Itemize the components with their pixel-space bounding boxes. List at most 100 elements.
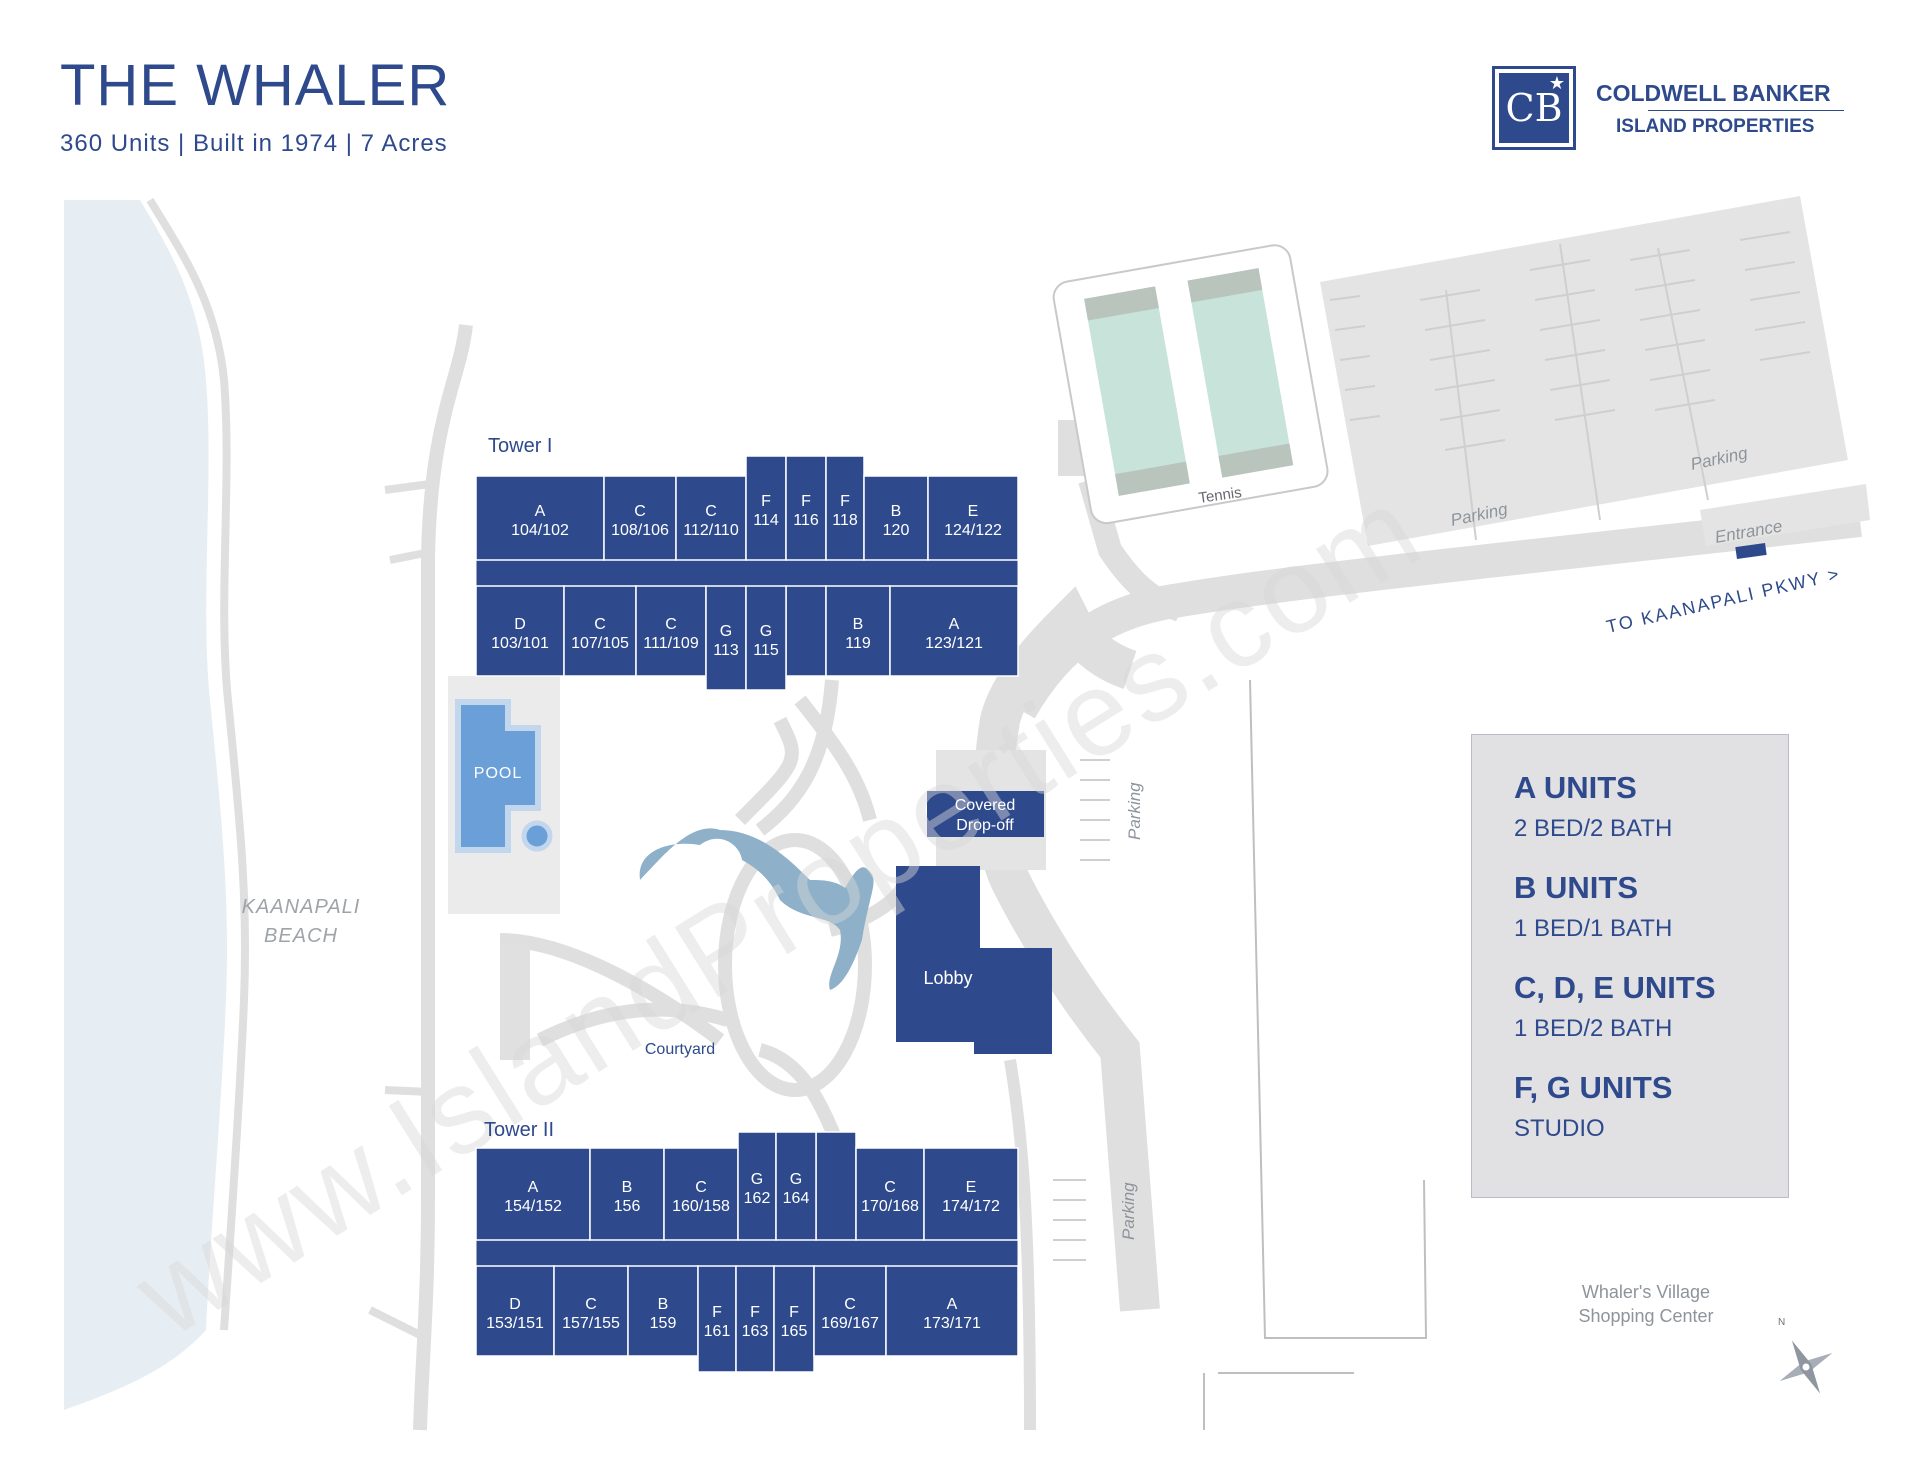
shopping-label-1: Whaler's Village — [1582, 1282, 1710, 1302]
unit-block[interactable] — [627, 1265, 699, 1357]
unit-block[interactable] — [735, 1265, 775, 1373]
dropoff-label-1: Covered — [955, 797, 1015, 814]
unit-block[interactable] — [923, 1147, 1019, 1241]
unit-number-label: 161 — [704, 1323, 731, 1340]
unit-block[interactable] — [553, 1265, 629, 1357]
unit-number-label: 108/106 — [611, 522, 669, 539]
unit-block[interactable] — [775, 1131, 817, 1241]
unit-type-label: G — [720, 623, 732, 640]
unit-block[interactable] — [635, 585, 707, 677]
unit-legend: A UNITS 2 BED/2 BATH B UNITS 1 BED/1 BAT… — [1471, 734, 1789, 1198]
unit-number-label: 115 — [753, 642, 779, 659]
ocean — [64, 200, 228, 1410]
unit-block[interactable] — [855, 1147, 925, 1241]
tower1-corridor — [475, 559, 1019, 587]
compass-north-label: N — [1778, 1317, 1785, 1328]
lobby-building[interactable] — [896, 866, 1052, 1054]
unit-type-label: C — [884, 1179, 896, 1196]
beach-label-2: BEACH — [264, 925, 338, 947]
unit-type-label: C — [705, 503, 717, 520]
unit-type-label: C — [585, 1296, 597, 1313]
walkway-spurs — [368, 480, 431, 1339]
unit-number-label: 170/168 — [861, 1198, 919, 1215]
unit-number-label: 157/155 — [562, 1315, 620, 1332]
entrance-lane — [1700, 484, 1870, 546]
page-title: THE WHALER — [60, 53, 451, 118]
unit-number-label: 123/121 — [925, 635, 983, 652]
parking-lot — [1320, 196, 1848, 546]
tower2-stair-block[interactable] — [815, 1131, 857, 1241]
unit-number-label: 120 — [883, 522, 910, 539]
side-parking-lower — [1053, 1179, 1086, 1261]
unit-block[interactable] — [863, 475, 929, 561]
unit-number-label: 173/171 — [923, 1315, 981, 1332]
unit-type-label: E — [968, 503, 979, 520]
unit-block[interactable] — [475, 1147, 591, 1241]
unit-block[interactable] — [675, 475, 747, 561]
legend-heading: C, D, E UNITS — [1514, 970, 1716, 1006]
unit-block[interactable] — [927, 475, 1019, 561]
unit-block[interactable] — [825, 455, 865, 561]
tower1-stair-block[interactable] — [785, 585, 827, 677]
page-subtitle: 360 Units | Built in 1974 | 7 Acres — [60, 130, 448, 157]
side-parking-upper — [1080, 759, 1110, 861]
unit-type-label: D — [509, 1296, 521, 1313]
unit-number-label: 107/105 — [571, 635, 629, 652]
road-label: TO KAANAPALI PKWY > — [1604, 564, 1842, 637]
unit-type-label: F — [840, 493, 850, 510]
unit-type-label: A — [949, 616, 960, 633]
unit-number-label: 104/102 — [511, 522, 569, 539]
entrance-marker — [1735, 542, 1767, 560]
legend-description: 2 BED/2 BATH — [1514, 815, 1673, 843]
pool-label: POOL — [474, 765, 522, 782]
lobby-label: Lobby — [923, 968, 972, 988]
unit-block[interactable] — [813, 1265, 887, 1357]
unit-block[interactable] — [745, 455, 787, 561]
unit-number-label: 103/101 — [491, 635, 549, 652]
shoreline — [146, 197, 250, 1331]
brand-logo[interactable]: CB ★ COLDWELL BANKER ISLAND PROPERTIES — [1492, 66, 1872, 152]
unit-block[interactable] — [889, 585, 1019, 677]
unit-block[interactable] — [563, 585, 637, 677]
star-icon: ★ — [1548, 73, 1565, 94]
tower1: A104/102C108/106C112/110F114F116F118B120… — [475, 455, 1019, 691]
unit-block[interactable] — [663, 1147, 739, 1241]
unit-block[interactable] — [589, 1147, 665, 1241]
courtyard-paths — [499, 679, 913, 1143]
parking-label-upper: Parking — [1125, 782, 1144, 840]
unit-block[interactable] — [745, 585, 787, 691]
unit-number-label: 164 — [783, 1190, 810, 1207]
unit-number-label: 169/167 — [821, 1315, 879, 1332]
unit-type-label: F — [712, 1304, 722, 1321]
unit-number-label: 119 — [845, 635, 871, 652]
legend-heading: F, G UNITS — [1514, 1070, 1673, 1106]
unit-type-label: A — [535, 503, 546, 520]
unit-number-label: 153/151 — [486, 1315, 544, 1332]
legend-item-a: A UNITS 2 BED/2 BATH — [1514, 770, 1788, 843]
unit-number-label: 116 — [793, 512, 819, 529]
unit-type-label: C — [665, 616, 677, 633]
brand-subtitle: ISLAND PROPERTIES — [1616, 116, 1815, 137]
unit-type-label: G — [760, 623, 772, 640]
covered-dropoff[interactable] — [927, 791, 1044, 837]
unit-type-label: F — [801, 493, 811, 510]
unit-type-label: A — [947, 1296, 958, 1313]
unit-type-label: B — [891, 503, 902, 520]
courtyard-strip — [500, 945, 530, 1060]
unit-type-label: B — [658, 1296, 669, 1313]
unit-block[interactable] — [475, 585, 565, 677]
legend-description: 1 BED/1 BATH — [1514, 915, 1673, 943]
legend-heading: A UNITS — [1514, 770, 1637, 805]
legend-description: STUDIO — [1514, 1115, 1605, 1143]
legend-description: 1 BED/2 BATH — [1514, 1015, 1673, 1043]
property-boundary — [1203, 679, 1428, 1430]
unit-block[interactable] — [475, 1265, 555, 1357]
unit-block[interactable] — [885, 1265, 1019, 1357]
legend-item-fg: F, G UNITS STUDIO — [1514, 1071, 1788, 1143]
unit-type-label: C — [695, 1179, 707, 1196]
unit-type-label: C — [844, 1296, 856, 1313]
unit-number-label: 174/172 — [942, 1198, 1000, 1215]
unit-type-label: D — [514, 616, 526, 633]
unit-number-label: 159 — [650, 1315, 677, 1332]
